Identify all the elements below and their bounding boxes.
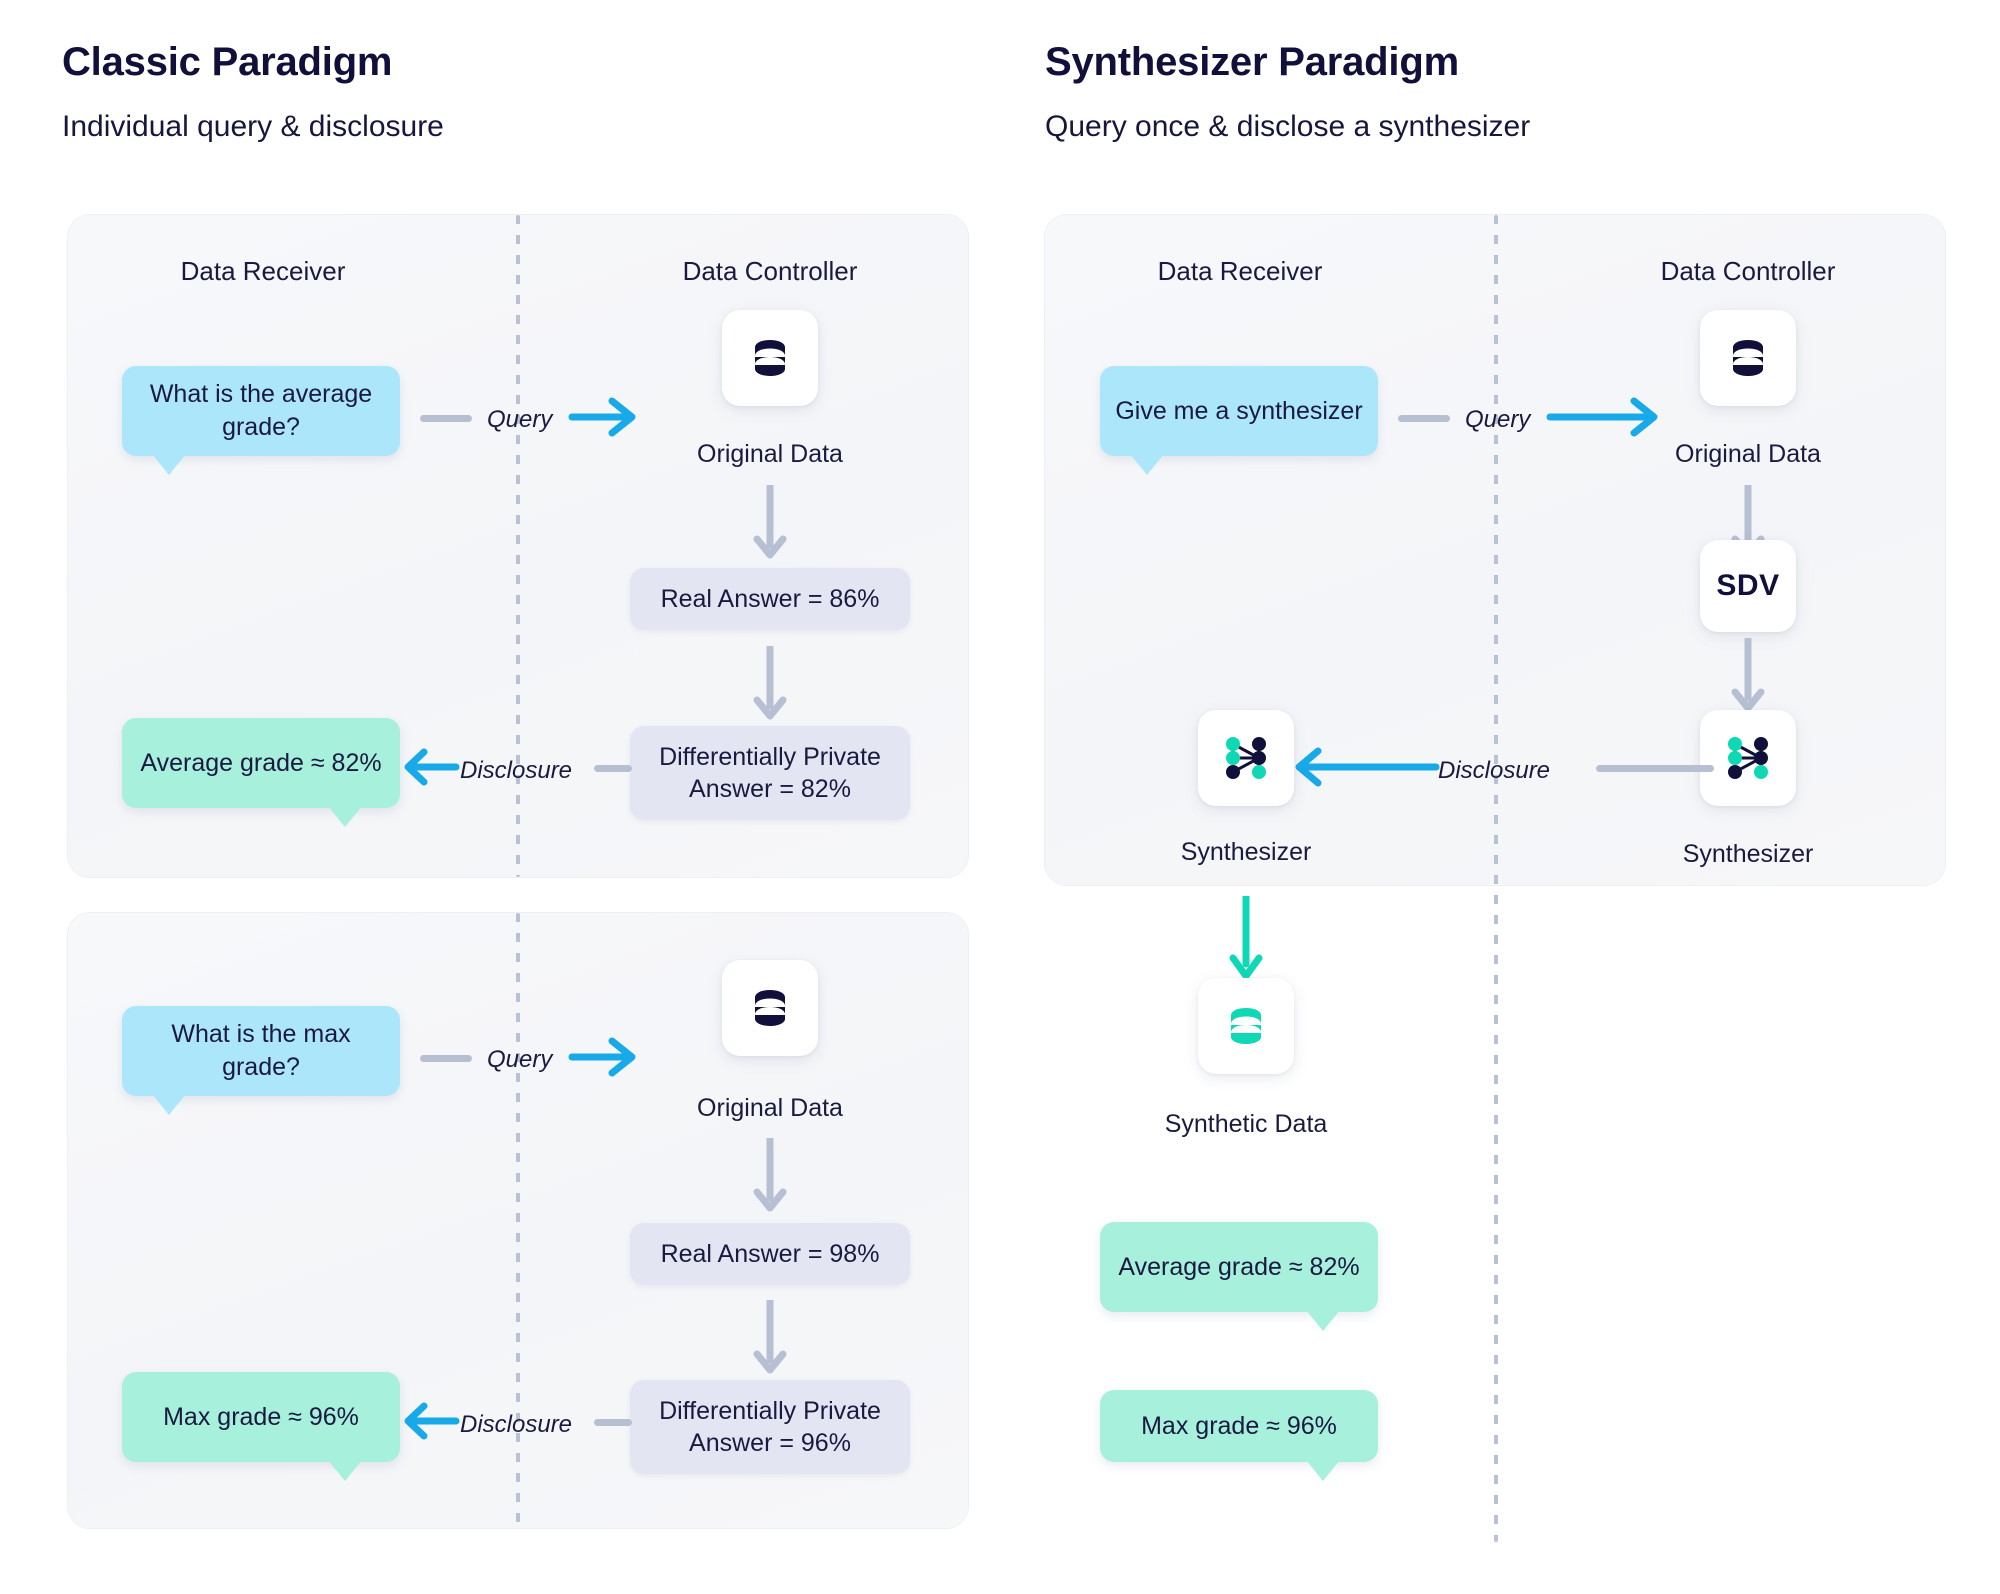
panel1-disclosure-label: Disclosure	[460, 757, 573, 784]
synth-question-bubble: Give me a synthesizer	[1100, 366, 1378, 475]
synth-result-bubble-average: Average grade ≈ 82%	[1100, 1222, 1378, 1331]
synth-receiver-tile	[1198, 710, 1294, 806]
panel1-query-stub	[420, 415, 472, 422]
synthesizer-paradigm-title: Synthesizer Paradigm	[1045, 40, 1459, 84]
panel2-question-text: What is the max grade?	[171, 1020, 351, 1081]
database-icon	[1231, 1008, 1261, 1044]
synthetic-data-caption: Synthetic Data	[1164, 1110, 1328, 1138]
database-icon	[755, 340, 785, 376]
database-icon	[755, 990, 785, 1026]
synth-arrow-down-2	[1731, 638, 1765, 712]
bubble-tail	[1306, 1460, 1340, 1481]
synth-controller-label: Data Controller	[1660, 256, 1836, 286]
synth-divider	[1494, 215, 1498, 1542]
synthesizer-paradigm-subtitle: Query once & disclose a synthesizer	[1045, 110, 1531, 143]
classic-paradigm-title: Classic Paradigm	[62, 40, 393, 84]
synth-original-data-tile	[1700, 310, 1796, 406]
synth-controller-tile	[1700, 710, 1796, 806]
synth-disclosure-stub	[1596, 765, 1714, 772]
panel2-result-text: Max grade ≈ 96%	[163, 1402, 359, 1431]
classic-paradigm-subtitle: Individual query & disclosure	[62, 110, 444, 143]
panel1-query-label: Query	[487, 406, 553, 433]
panel2-query-stub	[420, 1055, 472, 1062]
panel1-arrow-down-1	[753, 485, 787, 559]
panel1-original-data-tile	[722, 310, 818, 406]
panel2-original-data-tile	[722, 960, 818, 1056]
synth-original-data-caption: Original Data	[1675, 440, 1821, 468]
panel2-question-bubble: What is the max grade?	[122, 1006, 400, 1115]
synth-result-bubble-max: Max grade ≈ 96%	[1100, 1390, 1378, 1481]
panel2-real-answer-box: Real Answer = 98%	[630, 1223, 910, 1285]
panel2-dp-answer-box: Differentially Private Answer = 96%	[630, 1380, 910, 1474]
synth-question-text: Give me a synthesizer	[1115, 396, 1363, 425]
synth-result-average-text: Average grade ≈ 82%	[1118, 1252, 1360, 1281]
bubble-tail	[1306, 1310, 1340, 1331]
synth-disclosure-label: Disclosure	[1438, 757, 1551, 784]
synth-controller-caption: Synthesizer	[1682, 840, 1814, 868]
synth-query-label: Query	[1465, 406, 1531, 433]
panel1-result-text: Average grade ≈ 82%	[140, 748, 382, 777]
panel1-dp-answer-box: Differentially Private Answer = 82%	[630, 726, 910, 820]
synth-query-stub	[1398, 415, 1450, 422]
panel2-query-arrow	[568, 1037, 636, 1077]
panel1-original-data-caption: Original Data	[697, 440, 843, 468]
sdv-tile: SDV	[1700, 540, 1796, 632]
graph-nodes-icon	[1226, 737, 1266, 779]
panel2-arrow-down-2	[753, 1300, 787, 1374]
panel1-question-text: What is the average grade?	[149, 380, 373, 441]
panel2-divider	[516, 913, 520, 1528]
panel2-original-data-caption: Original Data	[697, 1094, 843, 1122]
panel1-divider	[516, 215, 520, 877]
synthetic-data-arrow	[1229, 896, 1263, 980]
synth-result-max-text: Max grade ≈ 96%	[1141, 1411, 1337, 1440]
bubble-tail	[152, 454, 186, 475]
panel2-disclosure-label: Disclosure	[460, 1411, 573, 1438]
synth-disclosure-arrow	[1295, 747, 1440, 787]
panel2-arrow-down-1	[753, 1138, 787, 1212]
panel2-disclosure-arrow	[404, 1402, 460, 1440]
panel2-result-bubble: Max grade ≈ 96%	[122, 1372, 400, 1481]
synth-receiver-caption: Synthesizer	[1180, 838, 1312, 866]
panel1-receiver-label: Data Receiver	[180, 256, 346, 286]
panel1-controller-label: Data Controller	[682, 256, 858, 286]
database-icon	[1733, 340, 1763, 376]
panel1-disclosure-stub	[594, 765, 632, 772]
bubble-tail	[152, 1094, 186, 1115]
graph-nodes-icon	[1728, 737, 1768, 779]
bubble-tail	[328, 1460, 362, 1481]
sdv-label: SDV	[1716, 569, 1780, 602]
bubble-tail	[328, 806, 362, 827]
bubble-tail	[1130, 454, 1164, 475]
panel1-question-bubble: What is the average grade?	[122, 366, 400, 475]
panel1-query-arrow	[568, 397, 636, 437]
synth-query-arrow	[1546, 397, 1658, 437]
panel2-query-label: Query	[487, 1046, 553, 1073]
synth-receiver-label: Data Receiver	[1157, 256, 1323, 286]
panel1-disclosure-arrow	[404, 748, 460, 786]
panel1-real-answer-box: Real Answer = 86%	[630, 568, 910, 630]
panel2-disclosure-stub	[594, 1419, 632, 1426]
panel1-arrow-down-2	[753, 646, 787, 720]
synthetic-data-tile	[1198, 978, 1294, 1074]
panel1-result-bubble: Average grade ≈ 82%	[122, 718, 400, 827]
